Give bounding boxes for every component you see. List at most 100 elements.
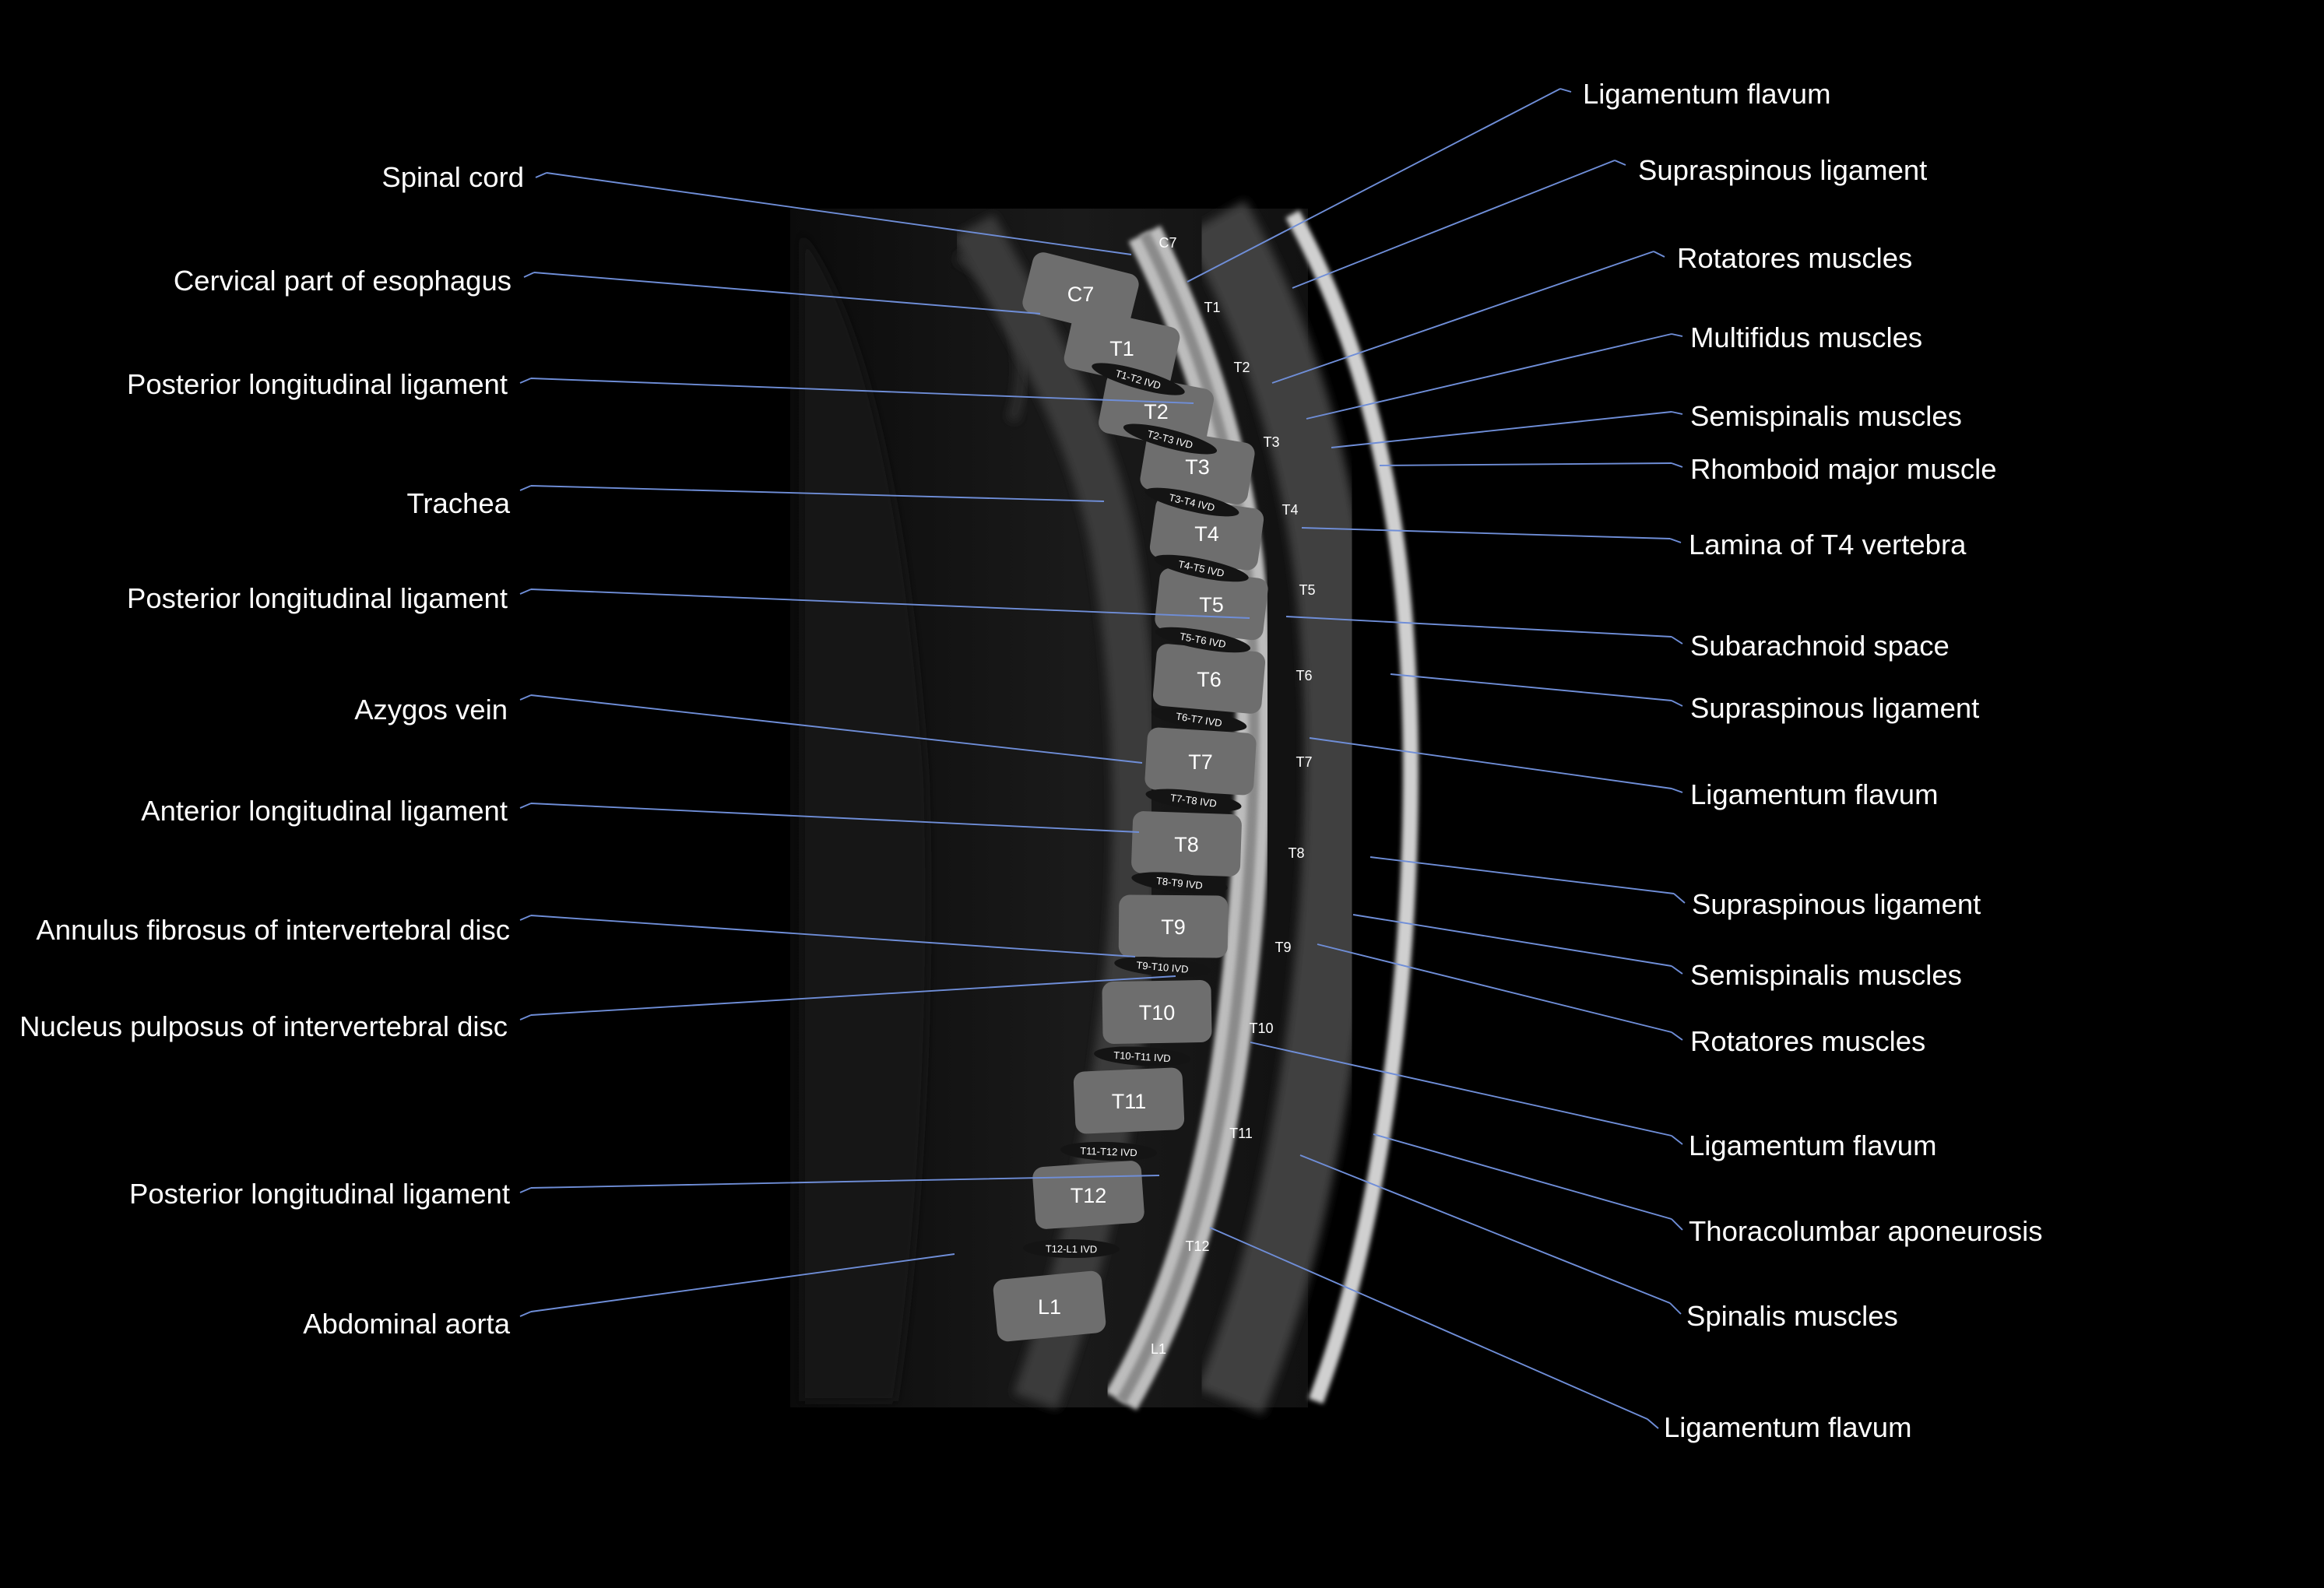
- spinous-process-label: T2: [1233, 360, 1250, 375]
- leader-line: [1390, 673, 1683, 707]
- label-multifidus-muscles: Multifidus muscles: [1690, 321, 1922, 353]
- label-supraspinous-ligament: Supraspinous ligament: [1638, 154, 1927, 186]
- leader-line: [535, 172, 1132, 255]
- vertebral-body: [1118, 894, 1229, 958]
- leader-line: [519, 975, 1176, 1021]
- leader-line: [1301, 527, 1682, 543]
- intervertebral-disc: [1092, 363, 1185, 395]
- vertebral-body-label: T12: [1071, 1184, 1107, 1207]
- leader-line: [1299, 1154, 1682, 1315]
- label-ligamentum-flavum: Ligamentum flavum: [1690, 778, 1939, 810]
- label-ligamentum-flavum: Ligamentum flavum: [1689, 1130, 1937, 1161]
- leader-line: [1331, 411, 1683, 448]
- intervertebral-disc: [1123, 423, 1218, 455]
- intervertebral-disc: [1145, 789, 1242, 812]
- vertebral-body: [1155, 567, 1268, 641]
- disc-label: T10-T11 IVD: [1113, 1049, 1171, 1064]
- intervertebral-disc: [1154, 554, 1249, 582]
- label-azygos-vein: Azygos vein: [354, 694, 508, 725]
- spinous-process-label: T6: [1296, 668, 1312, 683]
- vertebral-body-label: T8: [1174, 833, 1199, 856]
- left-labels: Spinal cord Cervical part of esophagus P…: [19, 161, 524, 1340]
- vertebral-body: [1131, 811, 1242, 877]
- disc-label: T12-L1 IVD: [1046, 1243, 1098, 1256]
- intervertebral-disc: [1151, 707, 1247, 732]
- leader-line: [1379, 462, 1683, 468]
- label-posterior-longitudinal-ligament: Posterior longitudinal ligament: [127, 582, 508, 614]
- mri-image: [790, 200, 1419, 1414]
- intervertebral-disc: [1060, 1141, 1157, 1161]
- label-abdominal-aorta: Abdominal aorta: [303, 1308, 511, 1340]
- vertebral-body-label: T2: [1144, 400, 1169, 423]
- label-subarachnoid-space: Subarachnoid space: [1690, 630, 1950, 662]
- spinous-process-label: T11: [1229, 1126, 1253, 1141]
- label-cervical-esophagus: Cervical part of esophagus: [174, 265, 512, 297]
- leader-line: [519, 1253, 955, 1317]
- leader-line: [519, 694, 1143, 764]
- label-thoracolumbar-aponeurosis: Thoracolumbar aponeurosis: [1689, 1215, 2042, 1247]
- vertebral-body: [993, 1270, 1106, 1342]
- leader-line: [1352, 914, 1683, 975]
- leader-line: [519, 378, 1194, 404]
- disc-label: T9-T10 IVD: [1136, 959, 1189, 975]
- leader-line: [1369, 856, 1686, 904]
- label-rotatores-muscles: Rotatores muscles: [1677, 242, 1912, 274]
- label-ligamentum-flavum: Ligamentum flavum: [1664, 1411, 1912, 1443]
- vertebral-body-label: L1: [1038, 1295, 1061, 1319]
- label-annulus-fibrosus: Annulus fibrosus of intervertebral disc: [36, 914, 510, 946]
- vertebral-body-label: C7: [1067, 283, 1095, 306]
- disc-label: T11-T12 IVD: [1080, 1145, 1137, 1159]
- spinous-process-label: L1: [1151, 1341, 1166, 1357]
- leader-line: [1292, 160, 1626, 289]
- intervertebral-disc: [1155, 627, 1251, 653]
- vertebral-body-label: T5: [1199, 593, 1224, 617]
- vertebral-body: [1152, 644, 1266, 714]
- leader-line: [1309, 737, 1683, 793]
- leader-line: [1209, 1227, 1659, 1429]
- leader-line: [519, 1175, 1160, 1193]
- label-rotatores-muscles: Rotatores muscles: [1690, 1025, 1925, 1057]
- spinous-process-label: T12: [1185, 1238, 1209, 1254]
- vertebral-body: [1073, 1067, 1185, 1134]
- spinous-process-label: T9: [1275, 940, 1291, 955]
- leader-line: [519, 485, 1105, 502]
- leader-line: [1250, 1042, 1683, 1145]
- label-supraspinous-ligament: Supraspinous ligament: [1690, 692, 1979, 724]
- spinous-process-label: C7: [1158, 235, 1176, 251]
- label-supraspinous-ligament: Supraspinous ligament: [1692, 888, 1981, 920]
- vertebral-body-label: T1: [1109, 337, 1134, 360]
- label-rhomboid-major-muscle: Rhomboid major muscle: [1690, 453, 1997, 485]
- vertebral-body: [1144, 727, 1257, 796]
- vertebral-body-label: T4: [1194, 522, 1219, 546]
- label-nucleus-pulposus: Nucleus pulposus of intervertebral disc: [19, 1010, 508, 1042]
- intervertebral-disc: [1114, 956, 1211, 978]
- label-posterior-longitudinal-ligament: Posterior longitudinal ligament: [127, 368, 508, 400]
- vertebral-body-label: T10: [1139, 1001, 1176, 1024]
- leader-line: [519, 915, 1136, 957]
- spinous-process-label: T10: [1249, 1021, 1273, 1036]
- intervertebral-disc: [1144, 487, 1239, 517]
- label-ligamentum-flavum: Ligamentum flavum: [1583, 78, 1831, 110]
- spinous-process-label: T4: [1282, 502, 1298, 518]
- label-spinalis-muscles: Spinalis muscles: [1686, 1300, 1898, 1332]
- leader-lines: [519, 88, 1686, 1429]
- leader-line: [519, 588, 1250, 619]
- label-semispinalis-muscles: Semispinalis muscles: [1690, 400, 1962, 432]
- leader-line: [1187, 88, 1572, 283]
- vertebral-body-label: T6: [1197, 668, 1222, 691]
- vertebral-body-label: T7: [1188, 750, 1213, 774]
- vertebral-body: [1102, 980, 1212, 1044]
- leader-line: [1285, 616, 1683, 645]
- right-labels: Ligamentum flavum Supraspinous ligament …: [1583, 78, 2042, 1443]
- label-lamina-t4: Lamina of T4 vertebra: [1689, 529, 1967, 560]
- intervertebral-disc: [1131, 872, 1228, 894]
- label-posterior-longitudinal-ligament: Posterior longitudinal ligament: [129, 1178, 510, 1210]
- label-semispinalis-muscles: Semispinalis muscles: [1690, 959, 1962, 991]
- leader-line: [1373, 1133, 1683, 1231]
- leader-line: [519, 803, 1140, 833]
- disc-label: T8-T9 IVD: [1155, 875, 1203, 891]
- intervertebral-disc: [1023, 1238, 1120, 1259]
- label-trachea: Trachea: [406, 487, 510, 519]
